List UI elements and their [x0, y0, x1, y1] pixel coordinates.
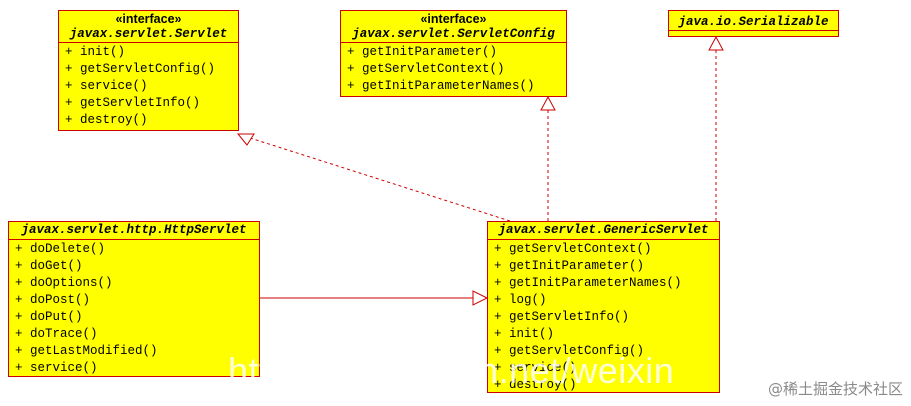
method-item: + getServletContext() — [494, 242, 652, 256]
realization-arrowhead-servlet — [236, 133, 255, 146]
class-name: javax.servlet.ServletConfig — [352, 27, 555, 41]
method-item: + service() — [494, 361, 577, 375]
method-item: + getInitParameter() — [347, 45, 498, 59]
class-header: «interface» javax.servlet.Servlet — [59, 11, 238, 43]
method-item: + getInitParameter() — [494, 259, 645, 273]
method-item: + getServletContext() — [347, 62, 505, 76]
method-item: + service() — [15, 361, 98, 375]
realization-line-genericservlet-servlet — [246, 136, 511, 222]
realization-arrowhead-serializable — [708, 35, 724, 51]
method-item: + destroy() — [494, 378, 577, 392]
member-list: + init() + getServletConfig() + service(… — [59, 43, 238, 129]
class-header: java.io.Serializable — [669, 11, 838, 31]
member-list: + getServletContext() + getInitParameter… — [488, 240, 719, 394]
realization-arrowhead-servletconfig — [540, 95, 556, 111]
method-item: + init() — [65, 45, 126, 59]
class-name: javax.servlet.GenericServlet — [498, 223, 709, 237]
method-item: + getLastModified() — [15, 344, 158, 358]
member-list: + getInitParameter() + getServletContext… — [341, 43, 566, 95]
method-item: + doDelete() — [15, 242, 106, 256]
class-header: «interface» javax.servlet.ServletConfig — [341, 11, 566, 43]
method-item: + getInitParameterNames() — [347, 79, 535, 93]
class-box-servletconfig: «interface» javax.servlet.ServletConfig … — [340, 10, 567, 97]
class-name: javax.servlet.http.HttpServlet — [21, 223, 247, 237]
class-box-serializable: java.io.Serializable — [668, 10, 839, 37]
method-item: + destroy() — [65, 113, 148, 127]
method-item: + doTrace() — [15, 327, 98, 341]
method-item: + init() — [494, 327, 555, 341]
stereotype-label: «interface» — [420, 12, 487, 26]
method-item: + getServletConfig() — [494, 344, 645, 358]
generalization-arrowhead-genericservlet — [472, 290, 489, 306]
class-header: javax.servlet.GenericServlet — [488, 222, 719, 240]
member-list: + doDelete() + doGet() + doOptions() + d… — [9, 240, 259, 377]
method-item: + doPut() — [15, 310, 83, 324]
class-box-genericservlet: javax.servlet.GenericServlet + getServle… — [487, 221, 720, 393]
method-item: + getServletInfo() — [65, 96, 201, 110]
method-item: + getInitParameterNames() — [494, 276, 682, 290]
class-name: java.io.Serializable — [678, 15, 829, 29]
class-header: javax.servlet.http.HttpServlet — [9, 222, 259, 240]
method-item: + doGet() — [15, 259, 83, 273]
method-item: + getServletInfo() — [494, 310, 630, 324]
method-item: + doOptions() — [15, 276, 113, 290]
url-watermark: https://blog.csdn.net/weixin — [228, 350, 675, 391]
method-item: + log() — [494, 293, 547, 307]
method-item: + service() — [65, 79, 148, 93]
class-box-servlet: «interface» javax.servlet.Servlet + init… — [58, 10, 239, 131]
method-item: + getServletConfig() — [65, 62, 216, 76]
method-item: + doPost() — [15, 293, 91, 307]
stereotype-label: «interface» — [115, 12, 182, 26]
class-box-httpservlet: javax.servlet.http.HttpServlet + doDelet… — [8, 221, 260, 377]
class-name: javax.servlet.Servlet — [69, 27, 228, 41]
source-watermark: @稀土掘金技术社区 — [767, 380, 903, 398]
